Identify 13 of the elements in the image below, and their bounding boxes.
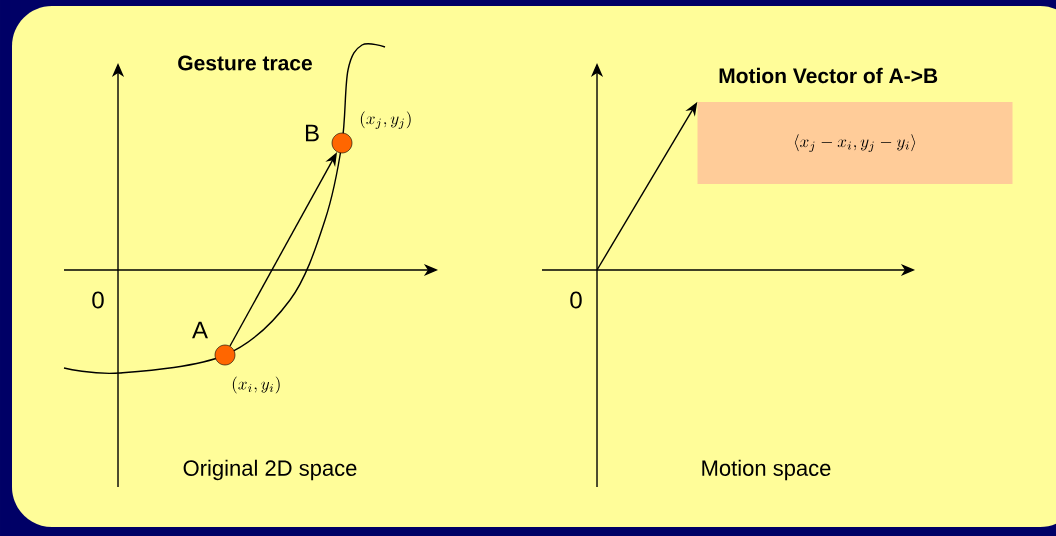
formula-box: $\left\langle x_{j}-x_{i},y_{j}-y_{i}\right\rangle$ [697,102,1013,184]
origin-label: 0 [92,291,104,309]
coordinate-formula: $\left(x_{i},y_{i}\right)$ [232,376,280,394]
space-caption: Motion space [702,459,831,481]
point-marker [331,132,353,154]
point-marker [214,344,236,366]
space-caption: Original 2D space [183,459,357,481]
chart-title: Gesture trace [178,55,312,71]
point-label: B [306,124,319,142]
coordinate-formula: $\left(x_{j},y_{j}\right)$ [360,111,411,129]
origin-label: 0 [570,291,582,309]
vector-heading: Motion Vector of A->B [719,67,938,84]
point-label: A [192,321,208,339]
